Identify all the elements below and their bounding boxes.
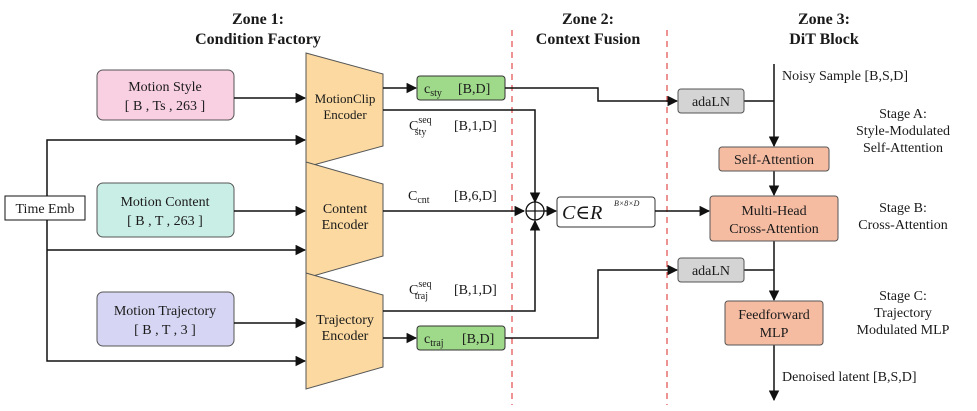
time-emb-box [4,195,86,221]
motion-style-name: Motion Style [128,80,202,95]
trajectory-encoder-line1: Trajectory [316,313,374,328]
time-to-trajectory-arrow [46,220,307,367]
zone1-title-line1: Zone 1: [232,11,284,28]
stage-b-line1: Stage B: [879,201,927,216]
zone2-title-line2: Context Fusion [536,31,641,48]
cross-attention-line2: Cross-Attention [729,222,818,237]
motionclip-encoder-line1: MotionClip [315,91,376,106]
content-encoder-line2: Encoder [322,218,369,233]
csty-to-adaln-arrow [505,87,679,107]
motion-content-shape: [ B , T , 263 ] [127,214,203,229]
motion-trajectory-shape: [ B , T , 3 ] [134,323,196,338]
stage-a-line3: Self-Attention [863,141,943,156]
time-to-style-arrow [46,134,307,196]
adaln-top-label: adaLN [692,95,730,110]
context-sup: B×8×D [614,199,640,208]
c-sty-label: csty [424,82,442,99]
motionclip-encoder-line2: Encoder [323,107,367,122]
c-traj-seq-dim: [B,1,D] [454,283,497,298]
c-cnt-label: Ccnt [408,189,430,206]
trajectory-encoder [305,272,384,390]
ffn-box [724,300,824,346]
self-attention-box [718,146,830,172]
trajectory-encoder-line2: Encoder [322,329,369,344]
context-main: C∈R [562,202,602,224]
content-encoder-line1: Content [323,202,367,217]
denoised-latent-label: Denoised latent [B,S,D] [782,370,917,385]
time-emb-label: Time Emb [16,202,75,217]
zone3-title-line1: Zone 3: [798,11,850,28]
stage-c-line3: Modulated MLP [857,323,950,338]
motion-trajectory-name: Motion Trajectory [114,304,216,319]
cross-attention-box [709,195,839,242]
ffn-line2: MLP [760,326,789,341]
cross-attention-line1: Multi-Head [741,204,806,219]
c-traj-label: ctraj [424,332,444,349]
c-cnt-dim: [B,6,D] [454,189,497,204]
content-encoder [305,161,384,279]
motion-content-name: Motion Content [120,195,209,210]
stage-a-line1: Stage A: [879,107,927,122]
ctraj-to-adaln-arrow [505,264,679,339]
stage-c-line2: Trajectory [874,306,932,321]
motion-content-box [96,182,235,238]
context-box [556,196,656,228]
stage-c-line1: Stage C: [879,289,927,304]
motion-style-box [96,69,235,121]
c-sty-dim: [B,D] [458,82,490,97]
zone1-title-line2: Condition Factory [195,31,321,48]
stage-a-line2: Style-Modulated [856,124,950,139]
zone3-title-line2: DiT Block [789,31,859,48]
motion-trajectory-box [96,291,235,347]
zone2-title-line1: Zone 2: [562,11,614,28]
ffn-line1: Feedforward [738,308,810,323]
csty-seq-to-fusion-arrow [383,109,541,204]
motionclip-encoder [305,52,384,168]
c-sty-seq-dim: [B,1,D] [454,119,497,134]
c-traj-dim: [B,D] [462,332,494,347]
ctraj-seq-to-fusion-arrow [383,219,541,312]
adaln-bottom-box [677,257,745,283]
adaln-top-box [677,88,745,114]
noisy-sample-label: Noisy Sample [B,S,D] [782,69,908,84]
adaln-bottom-label: adaLN [692,264,730,279]
stage-b-line2: Cross-Attention [858,218,947,233]
self-attention-label: Self-Attention [734,153,814,168]
motion-style-shape: [ B , Ts , 263 ] [125,99,205,114]
